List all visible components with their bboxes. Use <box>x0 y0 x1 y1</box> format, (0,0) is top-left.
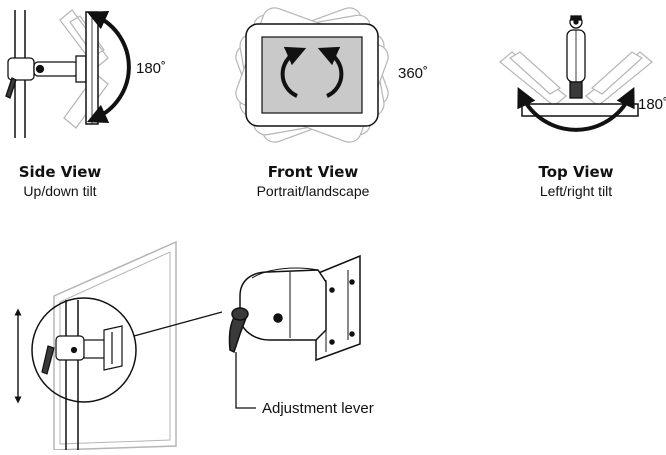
top-view-subtitle: Left/right tilt <box>539 183 613 199</box>
detail-monitor-illustration <box>14 240 223 451</box>
side-clamp-arm <box>5 55 87 99</box>
side-view-title: Side View <box>18 163 102 181</box>
top-view-illustration <box>499 15 653 132</box>
top-angle-label: 180˚ <box>638 96 666 113</box>
detail-small-mount <box>41 325 123 375</box>
side-view-illustration <box>5 9 131 138</box>
front-angle-label: 360˚ <box>398 65 428 82</box>
side-view-subtitle: Up/down tilt <box>23 183 97 199</box>
front-rotation-arrows <box>280 46 344 98</box>
top-view-title: Top View <box>538 163 614 181</box>
side-angle-label: 180˚ <box>136 60 166 77</box>
front-view-illustration <box>235 7 389 143</box>
detail-connector-line <box>133 311 223 337</box>
side-monitor <box>85 11 99 125</box>
front-monitor-screen <box>261 36 363 114</box>
detail-pole <box>65 300 79 450</box>
side-tilt-arrow <box>86 11 131 123</box>
front-view-title: Front View <box>267 163 359 181</box>
detail-zoom-circle <box>31 297 137 403</box>
mount-body <box>239 269 327 341</box>
top-tilt-arrow <box>517 87 635 132</box>
front-view-subtitle: Portrait/landscape <box>256 183 370 199</box>
lever-callout-line <box>235 352 256 409</box>
lever-callout-label: Adjustment lever <box>262 400 374 417</box>
top-pole-clamp <box>566 15 586 99</box>
detail-large-mount <box>228 254 361 362</box>
